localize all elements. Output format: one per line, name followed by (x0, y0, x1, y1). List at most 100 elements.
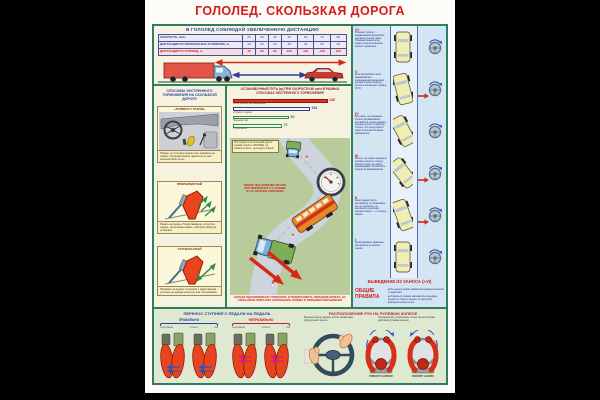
general-rule-item: Стараться плавно направлять передние кол… (388, 295, 444, 304)
steering-wheel-icon (428, 249, 442, 265)
chart-bar-category: Ступенчатый (233, 128, 248, 131)
skidding-car-icon (389, 115, 417, 147)
chart-bar-value: 70 (283, 123, 288, 128)
skidding-car-icon (390, 198, 416, 232)
correct-label: ПРАВИЛЬНО (178, 318, 200, 322)
skid-step-numeral: II (355, 195, 358, 200)
feet-on-pedals-icon (232, 332, 257, 379)
pedal-label: СЦЕПЛЕНИЕ (232, 326, 246, 329)
distance-section: В ГОЛОЛЕД СОБЛЮДАЙ УВЕЛИЧЕННУЮ ДИСТАНЦИЮ… (154, 26, 351, 86)
hands-caption-left: Большие пальцы должны плотно обхватывать… (304, 317, 354, 322)
skid-step-numeral: III (355, 153, 359, 158)
braking-method-title: СТУПЕНЧАТЫЙ (177, 247, 202, 251)
feet-section-header: ПЕРЕНОС СТУПНЕЙ С ПЕДАЛИ НА ПЕДАЛЬ (183, 311, 271, 316)
general-rules-title: ОБЩИЕ ПРАВИЛА (355, 288, 380, 300)
chart-title: ОСТАНОВОЧНЫЙ ПУТЬ (м) ПРИ СКОРОСТИ 60 км… (240, 87, 340, 95)
skid-road (390, 26, 418, 278)
hands-on-wheel-diagram (407, 328, 439, 374)
braking-method-caption: Плавно, не отпуская педали газа, нажимат… (158, 150, 221, 163)
feet-group (189, 331, 219, 388)
feet-transfer-section: ПЕРЕНОС СТУПНЕЙ С ПЕДАЛИ НА ПЕДАЛЬ ПРАВИ… (154, 309, 300, 385)
bus-icon (291, 194, 338, 233)
distance-cell: 25 (280, 41, 299, 49)
turn-left-label: ПОВОРОТ НАЛЕВО (411, 376, 435, 378)
ice-temperature-warning: ПОМНИ! ЛЕД НАИБОЛЕЕ ОПАСЕН ПРИ ТЕМПЕРАТУ… (243, 184, 287, 194)
chart-bar-value: 110 (311, 106, 318, 111)
chart-bar (233, 99, 328, 103)
distance-cell: 40 (267, 34, 282, 42)
correct-brace (160, 323, 218, 326)
no-brake-and-turn-warning: НЕЛЬЗЯ ОДНОВРЕМЕННО ТОРМОЗИТЬ И ПОВОРАЧИ… (234, 296, 346, 303)
hands-position-section: РАСПОЛОЖЕНИЕ РУК НА РУЛЕВОМ КОЛЕСЕ Больш… (300, 309, 446, 385)
distance-header: В ГОЛОЛЕД СОБЛЮДАЙ УВЕЛИЧЕННУЮ ДИСТАНЦИЮ (186, 27, 319, 32)
hands-on-wheel-diagram (365, 328, 397, 374)
skid-step-numeral: VI (355, 27, 359, 32)
braking-method-caption: Нажать на педаль. Почувствовав юз, отпус… (158, 221, 221, 234)
braking-method-caption: Нажимать на педаль ступенями с нарастающ… (158, 286, 221, 296)
skid-correction-arrow (418, 93, 429, 99)
speedometer-icon (316, 167, 346, 197)
distance-row-label: ДИСТАНЦИЯ В НОРМАЛЬНЫХ УСЛОВИЯХ, м (158, 41, 243, 49)
braking-methods-section: СПОСОБЫ ЭКСТРЕННОГО ТОРМОЖЕНИЯ НА СКОЛЬЗ… (154, 86, 227, 307)
feet-on-pedals-icon (264, 332, 289, 379)
skidding-car-icon (394, 31, 412, 63)
slow-down-note: При повороте на скользкой дороге снижай … (232, 140, 279, 153)
road-scene-illustration (230, 124, 350, 298)
skid-step-text: Прямолинейное движение автомобиля до нач… (355, 242, 384, 250)
turn-right-label: ПОВОРОТ НАПРАВО (369, 376, 393, 378)
skid-step-numeral: I (355, 237, 357, 242)
skid-step-text: Без паузы, не дожидаясь полного выравнив… (355, 116, 387, 135)
braking-methods-header: СПОСОБЫ ЭКСТРЕННОГО ТОРМОЖЕНИЯ НА СКОЛЬЗ… (162, 89, 217, 102)
distance-cell: 50 (280, 34, 299, 42)
chart-bar-category: Прерывистый (233, 119, 248, 122)
general-rule-item: Не делать резких движений рулевым колесо… (388, 288, 444, 294)
distance-cell: 80 (329, 34, 348, 42)
skid-step-numeral: V (355, 69, 358, 74)
distance-cell: 40 (329, 41, 348, 49)
distance-cell: 100 (280, 48, 299, 56)
distance-cell: 140 (313, 48, 331, 56)
pedal-label: ТОРМОЗ (261, 326, 271, 329)
feet-group (229, 331, 259, 388)
feet-on-pedals-icon (192, 332, 217, 379)
chart-bar-category: «Тормоз с газом» (233, 111, 252, 114)
skidding-car-icon (388, 157, 417, 189)
distance-cell: 35 (313, 41, 331, 49)
poster-title: ГОЛОЛЕД. СКОЛЬЗКАЯ ДОРОГА (195, 4, 405, 18)
chart-bar (233, 115, 289, 120)
chart-bar (233, 107, 310, 112)
skidding-car-icon (391, 72, 415, 106)
tire-marks (271, 137, 322, 251)
braking-method-panel: СТУПЕНЧАТЫЙ Нажимать на педаль ступенями… (157, 246, 222, 297)
stopping-distance-and-scene: ОСТАНОВОЧНЫЙ ПУТЬ (м) ПРИ СКОРОСТИ 60 км… (229, 86, 351, 307)
skid-direction-arrows (248, 250, 303, 285)
bottom-band: ПЕРЕНОС СТУПНЕЙ С ПЕДАЛИ НА ПЕДАЛЬ ПРАВИ… (154, 307, 446, 383)
distance-cell: 20 (242, 34, 256, 42)
ice-distance-arrow (214, 59, 347, 66)
steering-wheel-icon (428, 207, 442, 223)
feet-group (157, 331, 187, 388)
skid-step-text: В момент полного выравнивания автомобиля… (355, 32, 385, 48)
braking-method-panel: ПРЕРЫВИСТЫЙ Нажать на педаль. Почувствов… (157, 181, 222, 235)
turn-left-diagram (404, 328, 442, 381)
braking-method-panel: «ТОРМОЗ С ГАЗОМ» Плавно, не отпуская пед… (157, 106, 222, 164)
right-hand (338, 333, 353, 349)
distance-cell: 60 (254, 48, 269, 56)
distance-cell: 30 (254, 34, 269, 42)
oncoming-truck-icon (285, 140, 302, 159)
